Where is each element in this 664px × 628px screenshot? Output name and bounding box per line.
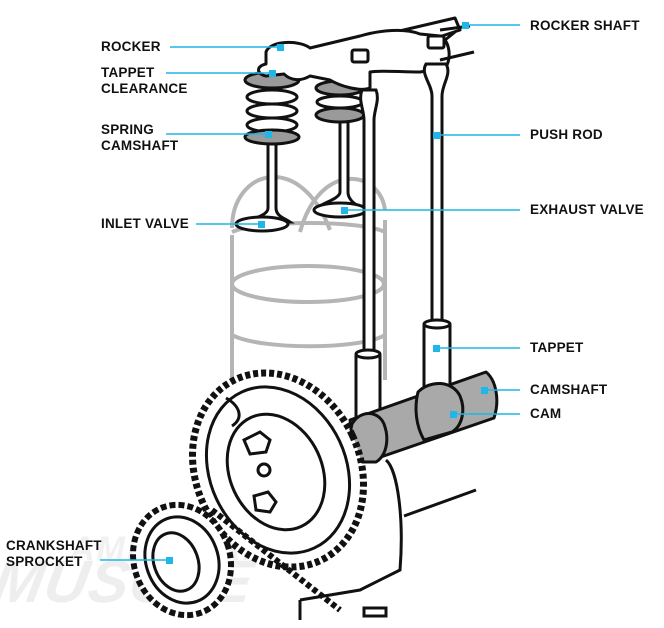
inlet-spring [243,70,301,146]
label-rocker-shaft: ROCKER SHAFT [530,18,640,33]
camshaft-sprocket [189,369,367,571]
label-cam: CAM [530,406,562,421]
exhaust-valve [312,120,368,219]
inlet-valve [234,140,295,233]
label-tappet-clearance: TAPPET CLEARANCE [101,65,188,96]
label-tappet: TAPPET [530,340,584,355]
label-rocker: ROCKER [101,39,161,54]
crankshaft-sprocket [129,501,342,619]
engine-block [298,458,477,620]
label-camshaft: CAMSHAFT [530,382,608,397]
push-rod [422,62,452,394]
label-spring-camshaft: SPRING CAMSHAFT [101,122,179,153]
label-push-rod: PUSH ROD [530,127,603,142]
label-crankshaft-sprocket: CRANKSHAFT SPROCKET [6,538,102,569]
label-exhaust-valve: EXHAUST VALVE [530,202,644,217]
label-inlet-valve: INLET VALVE [101,216,189,231]
exhaust-push-rod [354,88,382,424]
rocker-assembly [257,16,475,91]
leader-lines [100,22,520,564]
